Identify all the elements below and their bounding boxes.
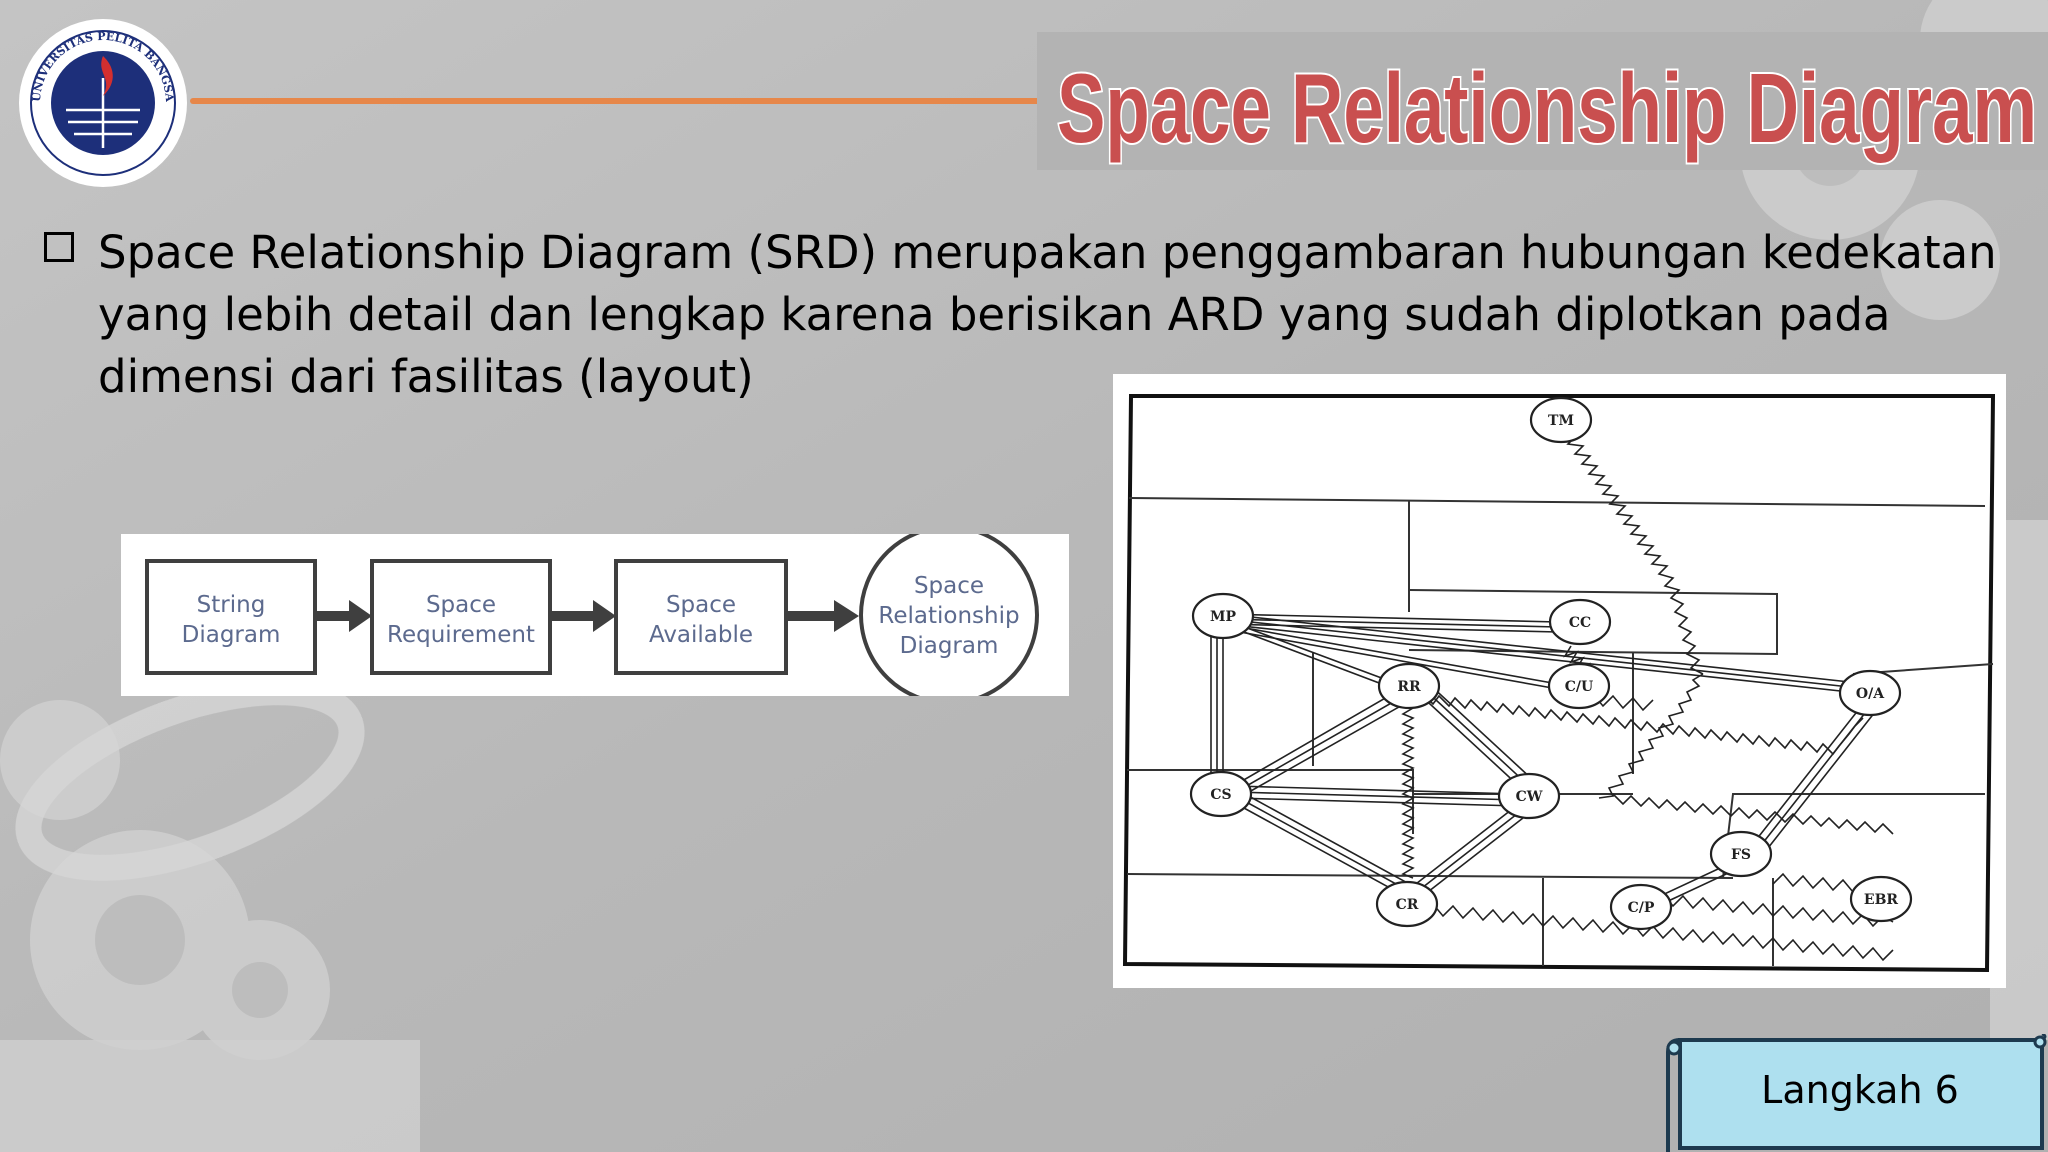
flow-arrow-shaft — [786, 611, 834, 621]
srd-node-label: CR — [1396, 897, 1419, 913]
srd-node-tm — [1529, 396, 1593, 444]
title-accent-line — [190, 98, 1040, 104]
flow-arrow-head — [593, 600, 616, 632]
step-banner — [1666, 1034, 2047, 1152]
flow-arrow-head — [349, 600, 372, 632]
srd-node-oa — [1838, 669, 1902, 717]
flow-step-2-line1: Space — [426, 592, 496, 618]
srd-node-cs — [1189, 770, 1253, 818]
flow-step-1-line1: String — [197, 592, 266, 618]
srd-node-cu — [1547, 662, 1611, 710]
srd-node-cc — [1548, 598, 1612, 646]
srd-node-label: C/P — [1628, 900, 1655, 916]
flow-box-space-available — [614, 559, 788, 675]
srd-relationship-links — [1210, 613, 1876, 911]
srd-node-label: EBR — [1864, 892, 1899, 908]
flow-arrow-shaft — [550, 611, 593, 621]
srd-node-label: CS — [1210, 787, 1231, 803]
srd-figure-panel: TM MP CC C/U RR O/A CS CW FS CR C/P EBR — [1113, 374, 2006, 988]
flow-diagram-panel: String Diagram Space Requirement Space A… — [121, 525, 1069, 705]
srd-diagram: TM MP CC C/U RR O/A CS CW FS CR C/P EBR — [1122, 394, 1996, 973]
srd-node-label: CW — [1516, 789, 1543, 805]
slide-title-graphic: Space Relationship Diagram — [1055, 51, 2039, 165]
step-label: Langkah 6 — [1761, 1068, 1959, 1112]
bullet-item: Space Relationship Diagram (SRD) merupak… — [44, 222, 1997, 408]
flow-step-4-line3: Diagram — [900, 633, 999, 659]
srd-node-cr — [1375, 880, 1439, 928]
srd-node-label: RR — [1397, 679, 1421, 695]
flow-box-string-diagram — [145, 559, 317, 675]
slide-title: Space Relationship Diagram — [1057, 53, 2037, 163]
srd-room-grid — [1126, 497, 1994, 966]
srd-node-cw — [1497, 772, 1561, 820]
srd-node-fs — [1709, 830, 1773, 878]
srd-node-mp — [1191, 592, 1255, 640]
srd-layout-frame — [1122, 394, 1996, 973]
srd-zigzag-links — [1401, 433, 1894, 962]
srd-node-label: TM — [1548, 413, 1574, 429]
flow-arrow-shaft — [315, 611, 349, 621]
srd-node-label: O/A — [1856, 686, 1885, 702]
flow-step-4-line2: Relationship — [878, 603, 1019, 629]
srd-node-rr — [1377, 662, 1441, 710]
flow-arrow-head — [834, 600, 859, 632]
flow-step-4-line1: Space — [914, 573, 984, 599]
flow-step-1-line2: Diagram — [182, 622, 281, 648]
flow-step-3-line2: Available — [649, 622, 753, 648]
flow-step-2-line2: Requirement — [387, 622, 535, 648]
srd-node-label: CC — [1569, 615, 1591, 631]
flow-step-3-line1: Space — [666, 592, 736, 618]
srd-node-label: MP — [1210, 609, 1236, 625]
srd-node-label: C/U — [1565, 679, 1593, 695]
srd-node-cp — [1609, 883, 1673, 931]
checkbox-bullet-icon — [44, 232, 74, 262]
bullet-text: Space Relationship Diagram (SRD) merupak… — [98, 226, 1997, 403]
flow-box-space-requirement — [370, 559, 552, 675]
flow-diagram: String Diagram Space Requirement Space A… — [145, 525, 1039, 705]
srd-node-label: FS — [1731, 847, 1751, 863]
university-logo: UNIVERSITAS PELITA BANGSA — [19, 19, 187, 187]
title-banner — [1037, 32, 2048, 170]
srd-node-ebr — [1849, 875, 1913, 923]
